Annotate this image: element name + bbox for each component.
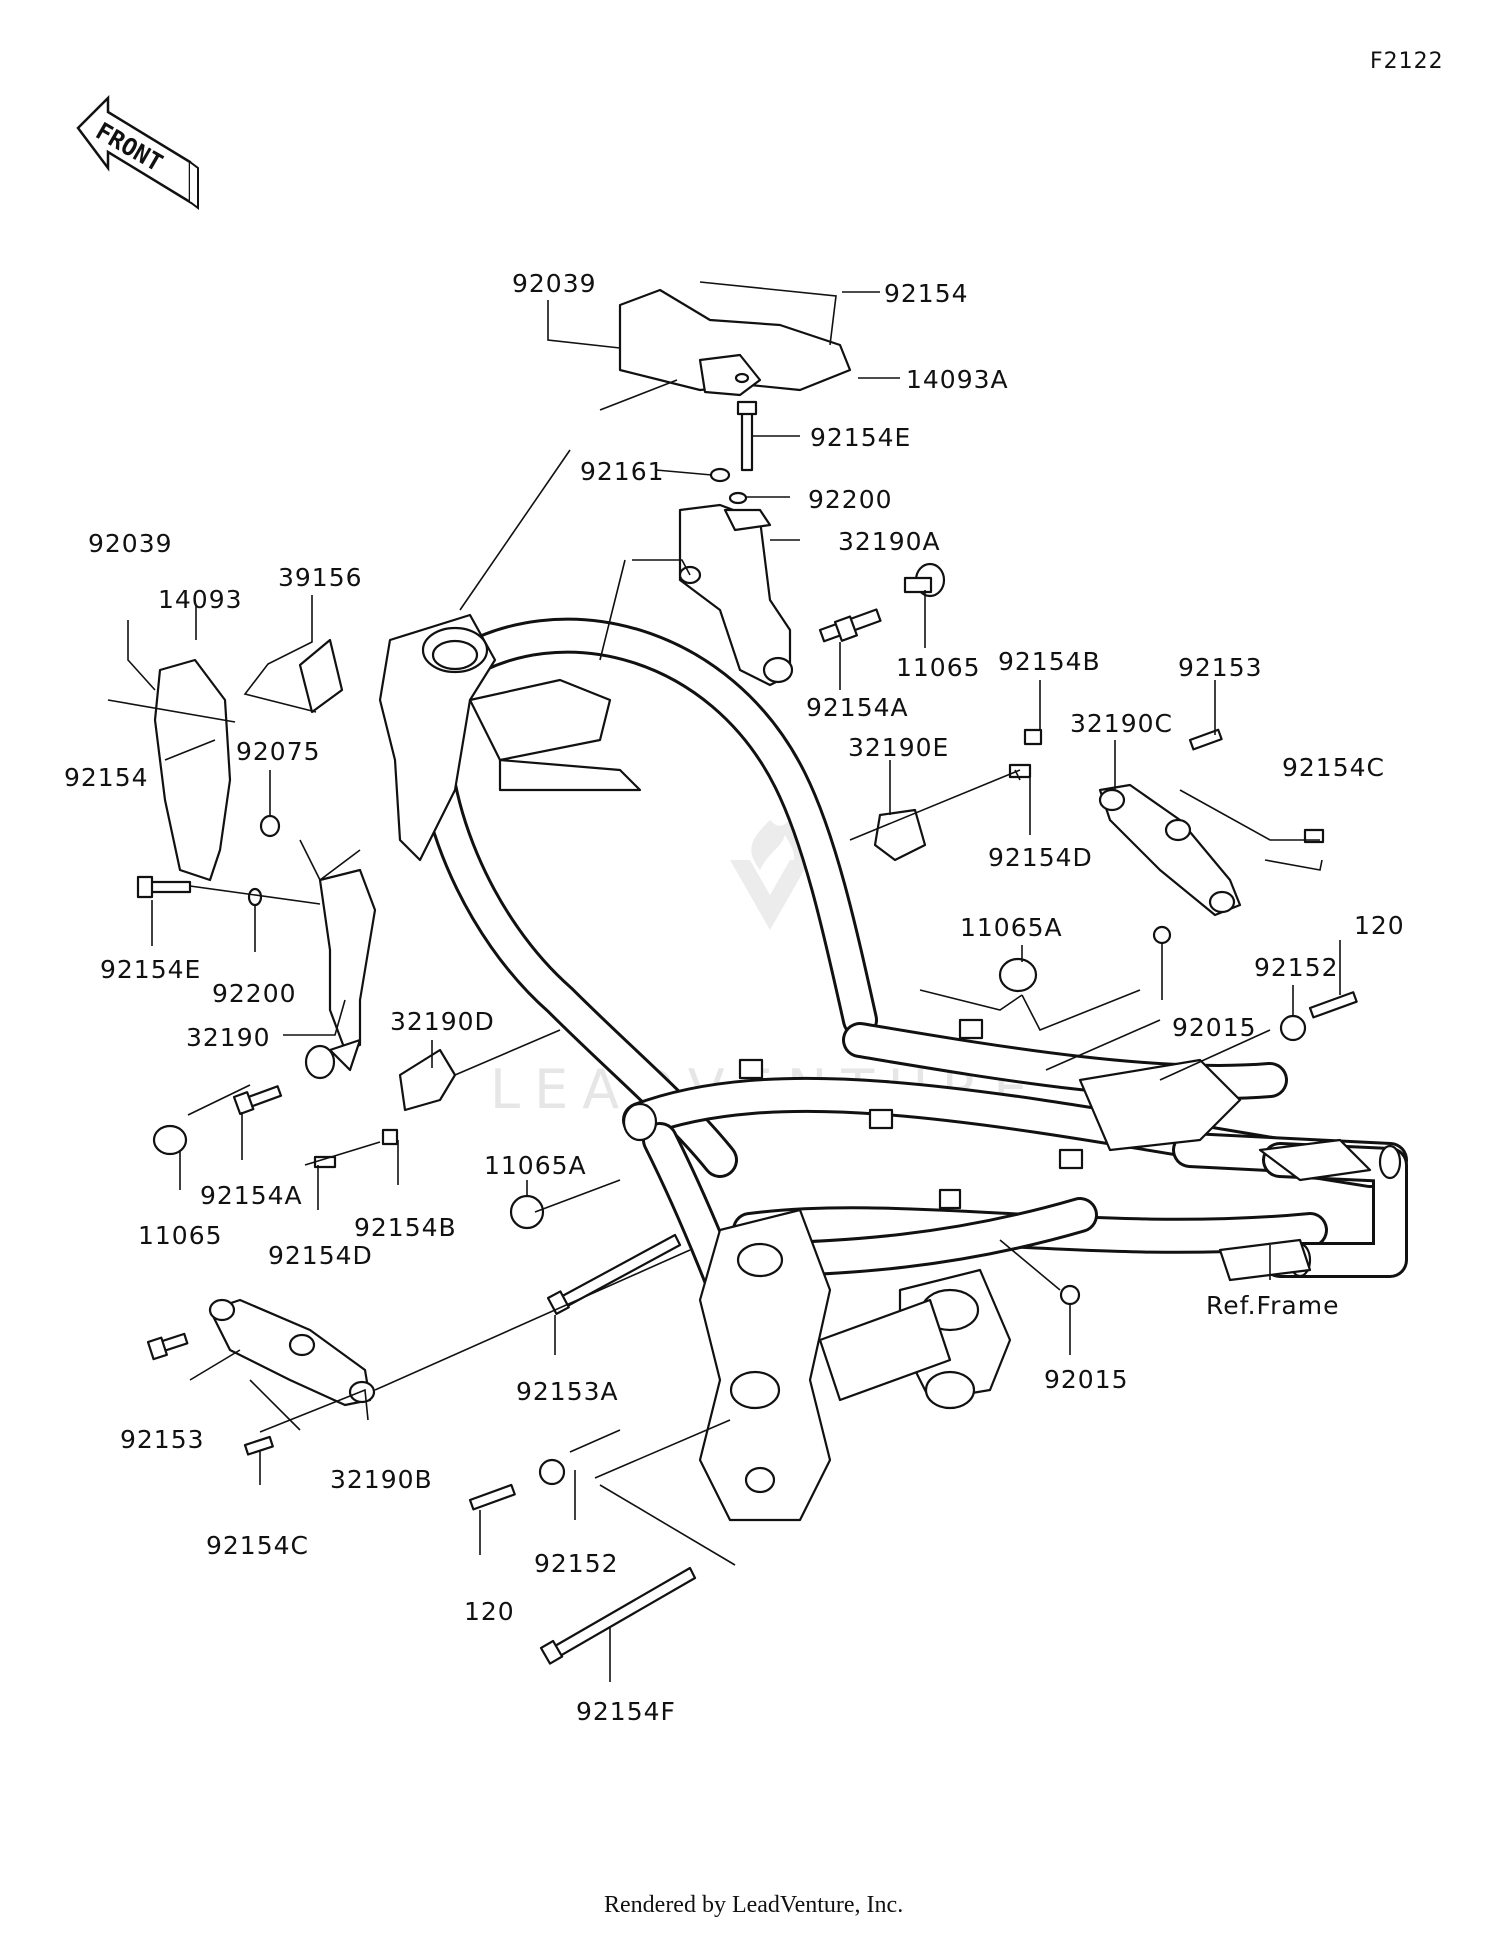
label-92039-top: 92039 — [512, 269, 597, 298]
cap-11065-top — [903, 562, 946, 598]
bolt-92153-top — [1188, 728, 1223, 751]
label-92015-bot: 92015 — [1044, 1365, 1129, 1394]
label-92154b-left: 92154B — [354, 1213, 457, 1242]
label-92154c-top: 92154C — [1282, 753, 1385, 782]
label-32190c: 32190C — [1070, 709, 1173, 738]
label-92154-left: 92154 — [64, 763, 149, 792]
bolt-92154f — [539, 1566, 697, 1665]
cover-14093a — [618, 288, 852, 397]
bolt-120-bot — [468, 1483, 516, 1511]
label-14093: 14093 — [158, 585, 243, 614]
bracket-32190c — [1098, 783, 1242, 917]
label-92154e-left: 92154E — [100, 955, 201, 984]
label-92154e-top: 92154E — [810, 423, 911, 452]
label-92153-left: 92153 — [120, 1425, 205, 1454]
label-32190a: 32190A — [838, 527, 941, 556]
label-120-top: 120 — [1354, 911, 1405, 940]
bolt-92154b-left — [381, 1128, 399, 1146]
label-92015-top: 92015 — [1172, 1013, 1257, 1042]
cap-11065a-top — [998, 957, 1038, 993]
label-92154a-top: 92154A — [806, 693, 909, 722]
bolt-92154a-left — [232, 1085, 283, 1116]
label-11065a-mid: 11065A — [484, 1151, 587, 1180]
nut-92015-bot — [1059, 1284, 1081, 1306]
label-ref-frame: Ref.Frame — [1206, 1291, 1339, 1320]
bolt-92153-left — [146, 1332, 189, 1361]
grommet-92075 — [259, 814, 281, 838]
main-frame — [378, 613, 1408, 1522]
watermark: LEADVENTURE — [490, 820, 1027, 1121]
bolt-92154c-left — [243, 1435, 274, 1456]
label-92039-left: 92039 — [88, 529, 173, 558]
label-92153a: 92153A — [516, 1377, 619, 1406]
label-11065a-top: 11065A — [960, 913, 1063, 942]
bolt-92154d-top — [1008, 763, 1032, 779]
cap-11065-left — [152, 1124, 188, 1156]
washer-92161 — [709, 467, 731, 483]
label-92152-top: 92152 — [1254, 953, 1339, 982]
label-92075: 92075 — [236, 737, 321, 766]
label-120-bot: 120 — [464, 1597, 515, 1626]
footer-text: Rendered by LeadVenture, Inc. — [604, 1892, 903, 1918]
leader-lines — [107, 281, 1341, 1682]
bushing-92152-bot — [538, 1458, 566, 1486]
bolt-92154c-top — [1303, 828, 1325, 844]
label-32190: 32190 — [186, 1023, 271, 1052]
label-32190b: 32190B — [330, 1465, 433, 1494]
bolt-92154a-top — [818, 608, 882, 643]
washer-92200-left — [247, 887, 263, 907]
label-11065-top: 11065 — [896, 653, 981, 682]
label-32190d: 32190D — [390, 1007, 495, 1036]
label-92152-bot: 92152 — [534, 1549, 619, 1578]
label-11065-left: 11065 — [138, 1221, 223, 1250]
bracket-32190a — [678, 503, 794, 687]
label-39156 — [298, 638, 344, 714]
part-labels: 92039 92154 14093A 92154E 92161 92200 32… — [64, 269, 1405, 1726]
label-32190e: 32190E — [848, 733, 949, 762]
label-92154c-left: 92154C — [206, 1531, 309, 1560]
bolt-92154e-top — [736, 400, 758, 472]
bushing-92152-top — [1279, 1014, 1307, 1042]
cover-14093 — [153, 658, 232, 882]
nut-92015-top — [1152, 925, 1172, 945]
bracket-32190 — [304, 868, 377, 1080]
plate-32190e — [873, 808, 927, 862]
bolt-120-top — [1308, 991, 1358, 1019]
cap-11065a-mid — [509, 1194, 545, 1230]
front-arrow: FRONT — [76, 94, 199, 210]
label-92154-top: 92154 — [884, 279, 969, 308]
label-92154f: 92154F — [576, 1697, 676, 1726]
bolt-92154b-top — [1023, 728, 1043, 746]
bolt-92154e-left — [136, 875, 192, 899]
label-92154d-top: 92154D — [988, 843, 1093, 872]
label-14093a: 14093A — [906, 365, 1009, 394]
label-92161: 92161 — [580, 457, 665, 486]
washer-92200-top — [728, 491, 748, 505]
label-92154d-left: 92154D — [268, 1241, 373, 1270]
label-92153-top: 92153 — [1178, 653, 1263, 682]
plate-32190d — [398, 1048, 457, 1112]
label-92154b-top: 92154B — [998, 647, 1101, 676]
bolt-92153a — [546, 1233, 682, 1315]
label-92154a-left: 92154A — [200, 1181, 303, 1210]
label-92200-top: 92200 — [808, 485, 893, 514]
label-39156: 39156 — [278, 563, 363, 592]
label-92200-left: 92200 — [212, 979, 297, 1008]
diagram-code: F2122 — [1370, 49, 1444, 74]
